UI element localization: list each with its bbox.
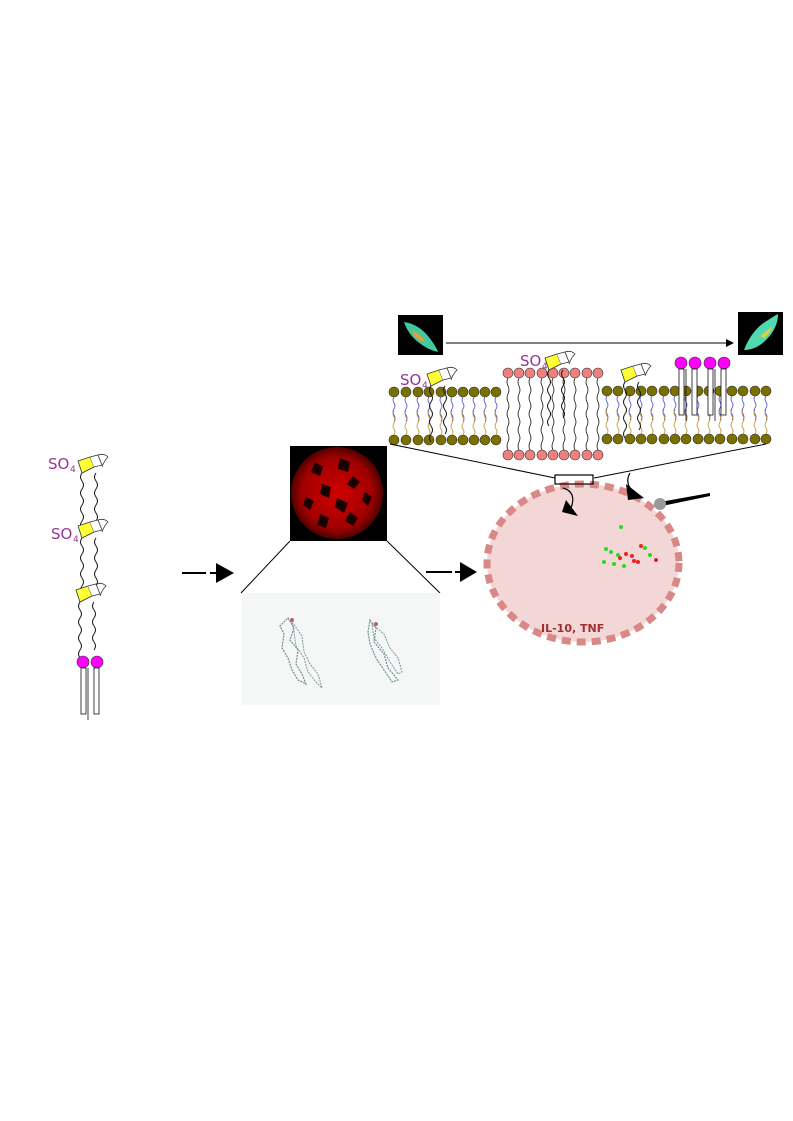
phospholipid-molecule — [76, 655, 104, 721]
zoom-line-membrane-right — [593, 443, 767, 479]
arrow-to-cell — [426, 562, 477, 582]
sulfate-subscript: 4 — [70, 465, 76, 475]
fluorescence-micrograph — [290, 446, 387, 541]
galactosylceramide-icon — [76, 583, 106, 658]
galactosylceramide-in-membrane — [621, 363, 651, 438]
membrane-zoom-box — [554, 474, 594, 485]
sulfatide-in-raft — [545, 351, 575, 426]
sulfate-subscript: 4 — [422, 381, 428, 391]
cell: IL-10, TNF — [483, 472, 710, 646]
dendritic-cell-icon-right — [738, 312, 783, 355]
phospholipid-icon — [76, 655, 104, 721]
zoom-line-right — [386, 540, 441, 594]
molecular-models-panel — [242, 593, 440, 705]
sulfate-label: SO — [520, 352, 541, 370]
sulfate-label: SO — [400, 371, 421, 389]
arrow-to-micrograph — [182, 563, 234, 583]
sulfate-subscript: 4 — [73, 535, 79, 545]
sulfate-label: SO — [48, 455, 69, 473]
sulfatide-icon — [78, 519, 108, 594]
zoom-line-left — [240, 540, 291, 594]
galactosylceramide-molecule — [76, 583, 106, 658]
pipette-tip — [654, 498, 666, 510]
lipid-bilayer: SO 4 SO 4 — [388, 351, 772, 461]
sulfatide-icon — [78, 454, 108, 529]
zoom-line-membrane-left — [389, 443, 556, 479]
sulfate-subscript: 4 — [542, 362, 548, 372]
signal-dots — [602, 525, 658, 568]
sulfate-label: SO — [51, 525, 72, 543]
pipette-icon — [660, 493, 710, 506]
cytokine-label: IL-10, TNF — [541, 622, 604, 635]
dendritic-cell-icon-left — [398, 315, 443, 355]
sulfatide-molecule-2: SO 4 — [51, 519, 108, 594]
sulfatide-molecule-1: SO 4 — [48, 454, 108, 529]
